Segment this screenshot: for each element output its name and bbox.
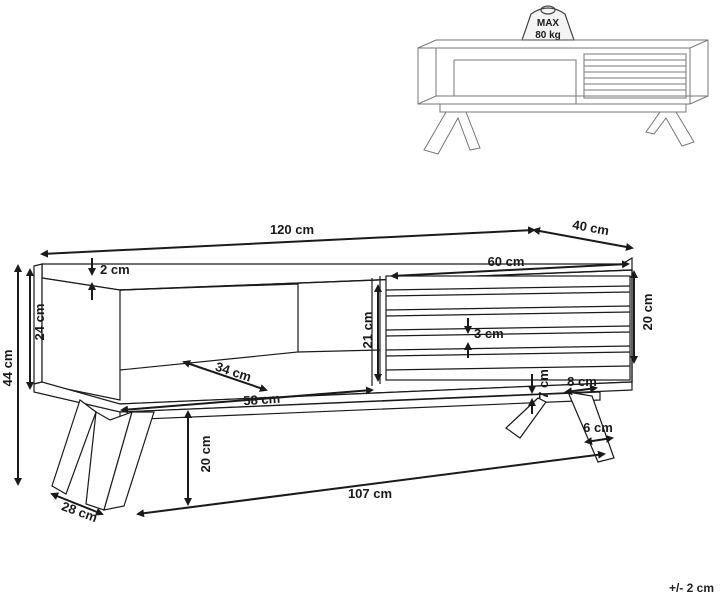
leg-foot-label: 6 cm	[583, 420, 613, 435]
inner-width-label: 58 cm	[243, 391, 281, 409]
drawer-slats	[385, 275, 631, 381]
height-label: 44 cm	[0, 350, 15, 387]
top-thickness-label: 2 cm	[100, 262, 130, 277]
drawer-height-label: 20 cm	[640, 294, 655, 331]
weight-badge-line1: MAX	[537, 18, 560, 29]
leg-span-label: 107 cm	[348, 486, 392, 501]
drawer-width-label: 60 cm	[488, 254, 525, 269]
inner-height-label: 21 cm	[360, 312, 375, 349]
slat-gap-label: 3 cm	[474, 326, 504, 341]
leg-top-label: 7 cm	[536, 369, 551, 399]
tolerance-note: +/- 2 cm	[668, 581, 714, 595]
dimension-lines	[14, 226, 638, 518]
depth-label: 40 cm	[571, 217, 610, 238]
leg-height-label: 20 cm	[198, 436, 213, 473]
width-label: 120 cm	[270, 222, 314, 237]
preview-illustration: MAX 80 kg	[417, 5, 709, 155]
leg-width-label: 8 cm	[567, 374, 597, 389]
shelf-depth-label: 34 cm	[214, 359, 254, 385]
dimension-labels: 120 cm 40 cm 60 cm 44 cm 24 cm 2 cm 21 c…	[0, 217, 655, 525]
body-height-label: 24 cm	[32, 304, 47, 341]
weight-badge: MAX 80 kg	[521, 5, 575, 41]
weight-badge-line2: 80 kg	[535, 30, 561, 41]
